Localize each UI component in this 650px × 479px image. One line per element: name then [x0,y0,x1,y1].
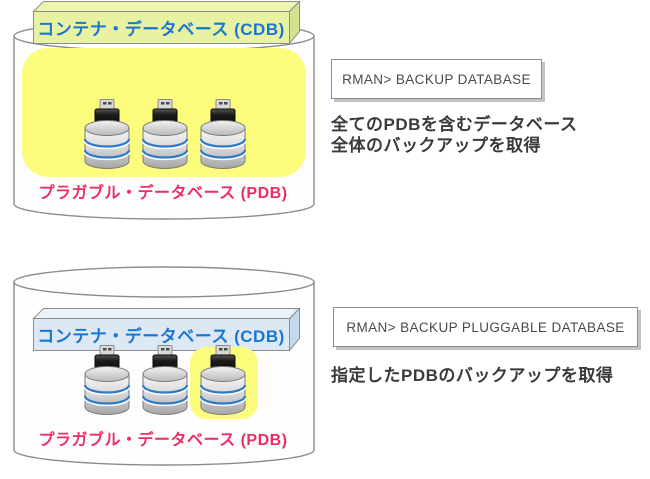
pdb-label: プラガブル・データベース (PDB) [38,432,288,449]
pluggable-database-icon [142,99,188,169]
pluggable-database-icon [142,345,188,415]
rman-command-box: RMAN> BACKUP DATABASE [331,59,542,99]
rman-command-box: RMAN> BACKUP PLUGGABLE DATABASE [333,307,638,347]
cdb-box: コンテナ・データベース (CDB) [32,307,301,352]
cdb-label: コンテナ・データベース (CDB) [37,20,285,39]
backup-description: 指定したPDBのバックアップを取得 [331,365,613,386]
cdb-label: コンテナ・データベース (CDB) [37,327,285,346]
pluggable-database-icon [84,345,130,415]
description-line: 指定したPDBのバックアップを取得 [331,366,614,385]
backup-description: 全てのPDBを含むデータベース 全体のバックアップを取得 [331,114,578,156]
description-line: 全てのPDBを含むデータベース [331,115,578,134]
description-line: 全体のバックアップを取得 [331,136,541,155]
pluggable-database-icon-highlighted [200,345,246,415]
pluggable-database-icon [200,99,246,169]
rman-command-text: RMAN> BACKUP DATABASE [342,71,531,87]
pdb-label: プラガブル・データベース (PDB) [38,185,288,202]
cdb-box: コンテナ・データベース (CDB) [32,0,301,45]
pluggable-database-icon [84,99,130,169]
rman-command-text: RMAN> BACKUP PLUGGABLE DATABASE [346,319,625,335]
